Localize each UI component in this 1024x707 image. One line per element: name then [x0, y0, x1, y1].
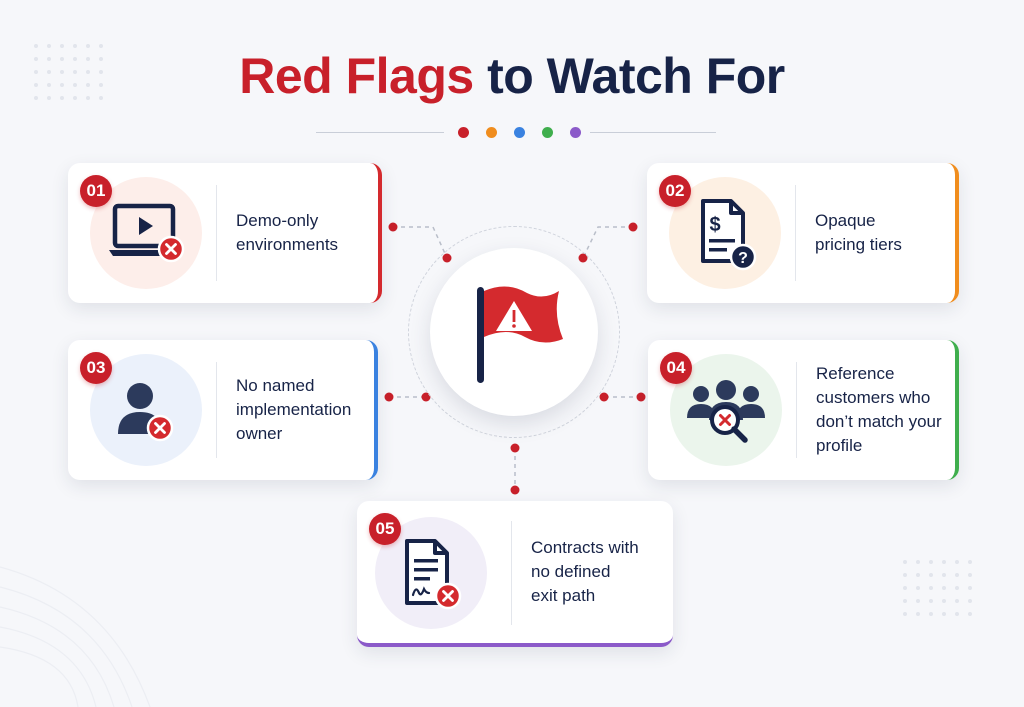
- title-rest: to Watch For: [487, 48, 785, 104]
- video-player-error-icon: [109, 203, 185, 263]
- flag-text-wrap: Demo-only environments: [236, 163, 346, 303]
- red-flag-card-02: $ ? 02 Opaque pricing tiers: [647, 163, 959, 303]
- title-divider-left: [316, 132, 444, 133]
- flag-text-wrap: No named implementation owner: [236, 340, 359, 480]
- red-flag-card-04: 04 Reference customers who don’t match y…: [648, 340, 959, 480]
- center-hub: [430, 248, 598, 416]
- flag-text: No named implementation owner: [236, 376, 352, 443]
- flag-text-wrap: Contracts with no defined exit path: [531, 501, 647, 643]
- accent-dot: [458, 127, 469, 138]
- svg-text:?: ?: [738, 250, 748, 267]
- accent-dots: [458, 127, 581, 138]
- flag-text: Opaque pricing tiers: [815, 211, 902, 254]
- user-error-icon: [118, 383, 174, 442]
- title-highlight: Red Flags: [239, 48, 474, 104]
- card-divider: [511, 521, 512, 625]
- title-divider-right: [590, 132, 716, 133]
- decorative-dot-grid: [903, 560, 972, 616]
- accent-dot: [542, 127, 553, 138]
- signed-contract-error-icon: [405, 539, 462, 610]
- flag-text-wrap: Reference customers who don’t match your…: [816, 340, 950, 480]
- flag-text: Reference customers who don’t match your…: [816, 364, 942, 455]
- flag-text-wrap: Opaque pricing tiers: [815, 163, 910, 303]
- step-number-badge: 01: [80, 175, 112, 207]
- red-flag-card-05: 05 Contracts with no defined exit path: [357, 501, 673, 647]
- warning-flag-icon: [477, 286, 563, 383]
- group-search-error-icon: [687, 380, 765, 443]
- step-number-badge: 02: [659, 175, 691, 207]
- step-number-badge: 05: [369, 513, 401, 545]
- page-title: Red Flags to Watch For: [0, 46, 1024, 106]
- icon-circle: $ ?: [669, 177, 781, 289]
- card-divider: [795, 185, 796, 281]
- red-flag-card-03: 03 No named implementation owner: [68, 340, 378, 480]
- step-number-badge: 04: [660, 352, 692, 384]
- card-divider: [216, 362, 217, 458]
- accent-dot: [486, 127, 497, 138]
- card-divider: [796, 362, 797, 458]
- card-divider: [216, 185, 217, 281]
- red-flag-card-01: 01 Demo-only environments: [68, 163, 382, 303]
- flag-text: Contracts with no defined exit path: [531, 538, 639, 605]
- decorative-dot-grid: [34, 44, 103, 100]
- svg-text:$: $: [709, 214, 720, 236]
- hub-outer-ring: [408, 226, 620, 438]
- price-document-question-icon: $ ?: [701, 199, 757, 271]
- decorative-swoosh: [0, 566, 151, 707]
- flag-text: Demo-only environments: [236, 211, 339, 254]
- accent-dot: [514, 127, 525, 138]
- step-number-badge: 03: [80, 352, 112, 384]
- accent-dot: [570, 127, 581, 138]
